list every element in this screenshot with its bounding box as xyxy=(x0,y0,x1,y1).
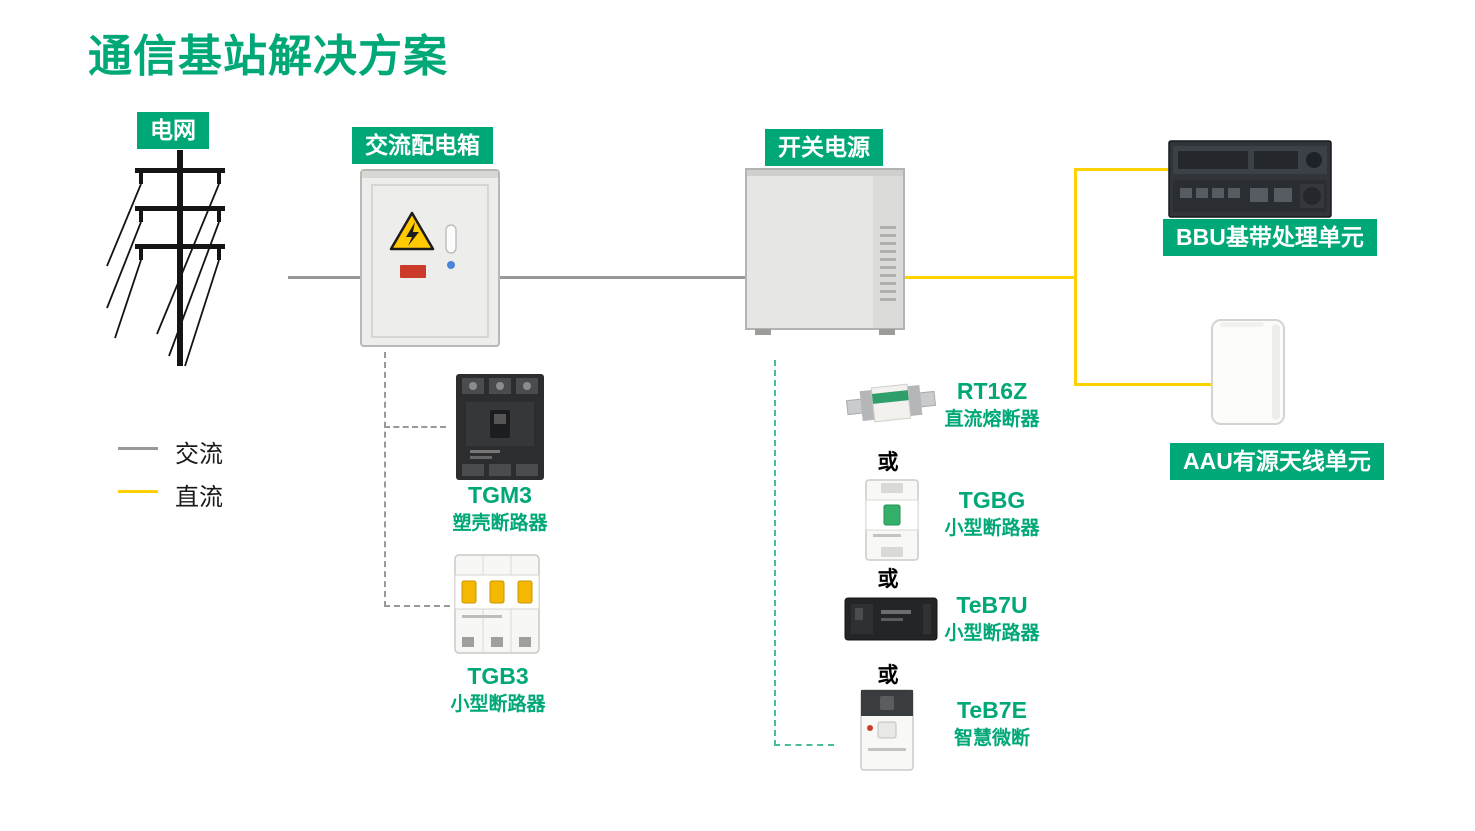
legend-dc-line xyxy=(118,490,158,493)
tgm3-model: TGM3 xyxy=(468,482,532,508)
badge-bbu: BBU基带处理单元 xyxy=(1163,219,1377,256)
connector-acbox-to-power xyxy=(500,276,745,279)
legend-dc-label: 直流 xyxy=(175,484,223,511)
connector-dc-vertical xyxy=(1074,169,1077,386)
tgbg-model: TGBG xyxy=(958,487,1026,513)
tgm3-type: 塑壳断路器 xyxy=(452,512,548,534)
or-separator-3: 或 xyxy=(877,664,899,687)
rt16z-model: RT16Z xyxy=(956,378,1028,404)
tgb3-type: 小型断路器 xyxy=(450,693,546,715)
callout-acbox-to-tgb3 xyxy=(384,605,450,607)
badge-ac-box: 交流配电箱 xyxy=(352,127,493,164)
callout-acbox-to-tgm3 xyxy=(384,426,446,428)
switching-power-cabinet-illustration xyxy=(745,168,905,335)
or-separator-2: 或 xyxy=(877,568,899,591)
tgbg-breaker-illustration xyxy=(865,479,919,561)
or-separator-1: 或 xyxy=(877,451,899,474)
callout-power-to-teb7e xyxy=(774,744,834,746)
badge-power: 开关电源 xyxy=(765,129,883,166)
rt16z-type: 直流熔断器 xyxy=(944,408,1040,430)
legend-ac-label: 交流 xyxy=(175,441,223,468)
connector-dc-to-aau xyxy=(1074,383,1212,386)
badge-aau: AAU有源天线单元 xyxy=(1170,443,1384,480)
teb7e-type: 智慧微断 xyxy=(953,727,1030,749)
teb7u-type: 小型断路器 xyxy=(944,622,1040,644)
teb7e-model: TeB7E xyxy=(957,697,1027,723)
power-tower-illustration xyxy=(106,150,225,367)
badge-power-grid: 电网 xyxy=(137,112,209,149)
legend-ac-line xyxy=(118,447,158,450)
teb7u-breaker-illustration xyxy=(844,597,938,641)
label-teb7u: TeB7U 小型断路器 xyxy=(922,592,1062,645)
label-rt16z: RT16Z 直流熔断器 xyxy=(922,378,1062,431)
callout-power-vertical xyxy=(774,360,776,746)
callout-acbox-vertical xyxy=(384,352,386,607)
rt16z-fuse-illustration xyxy=(845,383,937,423)
connector-power-dc-main xyxy=(905,276,1077,279)
label-tgbg: TGBG 小型断路器 xyxy=(922,487,1062,540)
page-title: 通信基站解决方案 xyxy=(88,32,448,81)
connector-grid-to-acbox xyxy=(288,276,360,279)
label-tgb3: TGB3 小型断路器 xyxy=(428,663,568,716)
teb7u-model: TeB7U xyxy=(956,592,1028,618)
tgbg-type: 小型断路器 xyxy=(944,517,1040,539)
connector-dc-to-bbu xyxy=(1074,168,1168,171)
bbu-illustration xyxy=(1168,140,1332,218)
label-tgm3: TGM3 塑壳断路器 xyxy=(430,482,570,535)
tgb3-model: TGB3 xyxy=(467,663,529,689)
ac-distribution-box-illustration xyxy=(360,169,500,347)
label-teb7e: TeB7E 智慧微断 xyxy=(922,697,1062,750)
tgb3-breaker-illustration xyxy=(454,554,540,654)
aau-illustration xyxy=(1211,319,1285,425)
teb7e-breaker-illustration xyxy=(860,689,914,771)
tgm3-breaker-illustration xyxy=(456,374,544,480)
